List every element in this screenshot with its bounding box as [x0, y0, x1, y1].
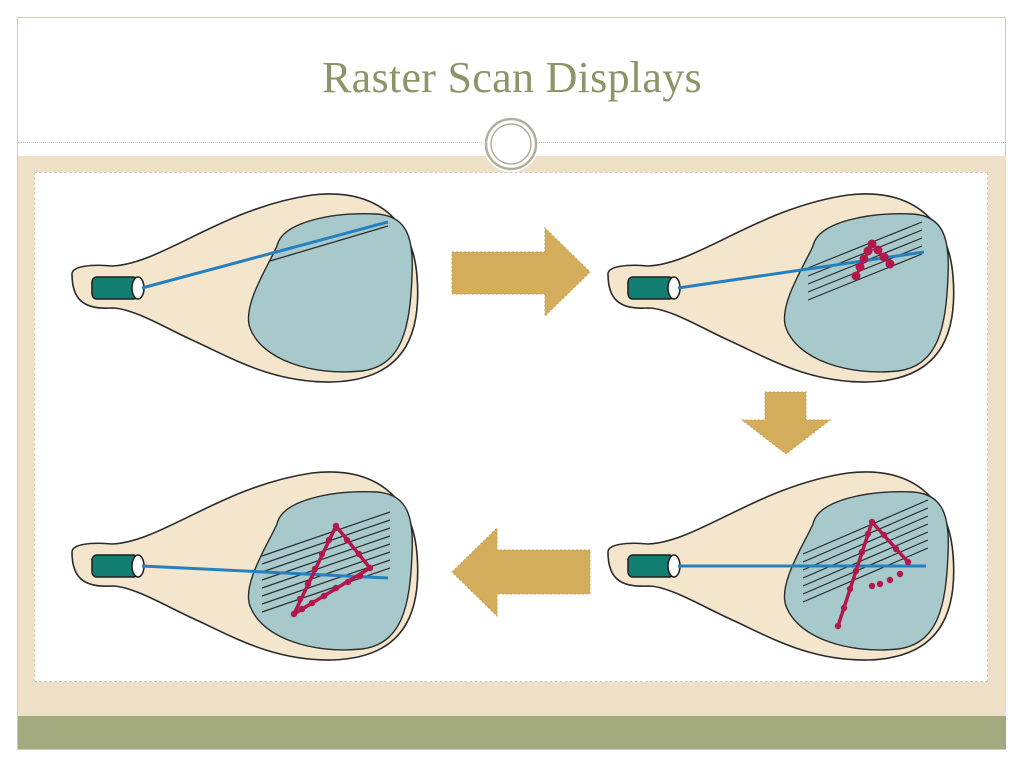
crt-tube-step-3: [607, 471, 955, 661]
slide-title: Raster Scan Displays: [322, 53, 702, 102]
crt-tube-step-4: [71, 471, 419, 661]
left-arrow-icon: [451, 526, 591, 618]
crt-tube-step-2: [607, 193, 955, 383]
circle-ornament-icon: [483, 116, 539, 172]
down-arrow-icon: [740, 391, 832, 455]
footer-bar: [18, 716, 1006, 749]
right-arrow-icon: [451, 226, 591, 318]
crt-tube-step-1: [71, 193, 419, 383]
